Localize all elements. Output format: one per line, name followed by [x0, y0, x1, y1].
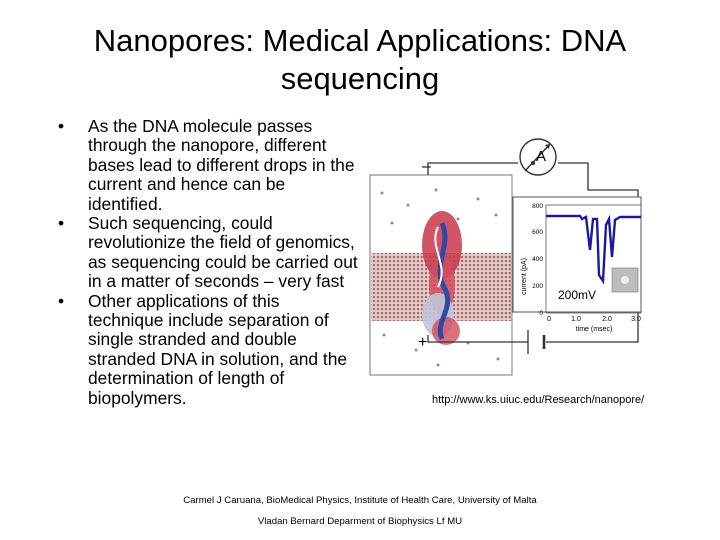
bullet-text: Other applications of this technique inc…: [88, 290, 348, 408]
pore-inset-hole: [621, 276, 629, 284]
bullet-text: Such sequencing, could revolutionize the…: [88, 213, 358, 292]
bullet-glyph: •: [58, 213, 65, 234]
minus-sign: –: [422, 158, 431, 175]
x-tick-label: 1.0: [571, 316, 581, 323]
bullet-item: • As the DNA molecule passes through the…: [58, 116, 358, 214]
x-tick-label: 0: [547, 316, 551, 323]
bullet-item: • Other applications of this technique i…: [58, 290, 358, 408]
source-url: http://www.ks.uiuc.edu/Research/nanopore…: [432, 394, 645, 406]
credit-line-1: Carmel J Caruana, BioMedical Physics, In…: [183, 495, 537, 506]
plus-sign: +: [418, 334, 427, 351]
credit-line-2: Vladan Bernard Deparment of Biophysics L…: [257, 516, 463, 527]
current-trace-line: [546, 214, 641, 285]
bullet-list: • As the DNA molecule passes through the…: [58, 116, 358, 408]
y-tick-label: 400: [532, 256, 543, 263]
dna-pore-molecule: [422, 211, 462, 345]
y-tick-label: 800: [532, 203, 543, 210]
ammeter-icon: [519, 138, 557, 176]
ion-dots: [380, 188, 500, 367]
nanopore-figure: – + A current (pA) 800 600 400 200 0 200…: [369, 138, 642, 376]
ammeter-label: A: [536, 148, 546, 165]
slide-title: Nanopores: Medical Applications: DNA seq…: [93, 23, 627, 96]
bullet-glyph: •: [58, 116, 65, 136]
current-trace-plot: current (pA) 800 600 400 200 0 200mV 0 1…: [512, 196, 642, 333]
x-axis-label: time (msec): [576, 326, 613, 333]
y-axis-label: current (pA): [521, 258, 528, 295]
y-tick-label: 200: [532, 283, 543, 290]
voltage-label: 200mV: [558, 288, 596, 302]
y-tick-label: 0: [539, 310, 543, 317]
bullet-text: As the DNA molecule passes through the n…: [88, 116, 355, 214]
bullet-item: • Such sequencing, could revolutionize t…: [58, 213, 358, 292]
x-tick-label: 2.0: [602, 316, 612, 323]
battery-icon: [527, 330, 546, 354]
bullet-glyph: •: [58, 290, 65, 311]
circuit-wires: [427, 162, 639, 343]
x-tick-label: 3.0: [631, 316, 641, 323]
y-tick-label: 600: [532, 229, 543, 236]
